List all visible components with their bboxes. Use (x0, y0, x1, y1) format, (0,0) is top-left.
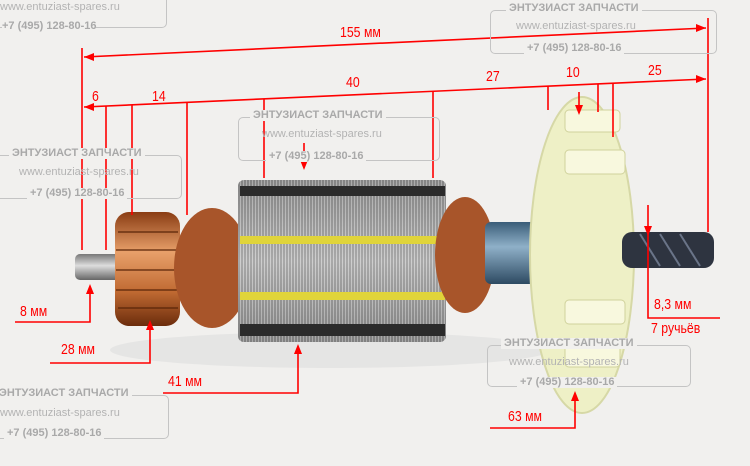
watermark-url: www.entuziast-spares.ru (516, 20, 636, 32)
total-length-label: 155 мм (340, 24, 381, 41)
segment-label-1: 6 (92, 88, 99, 105)
watermark-brand: ЭНТУЗИАСТ ЗАПЧАСТИ (9, 148, 145, 159)
watermark-top-left: www.entuziast-spares.ru +7 (495) 128-80-… (0, 0, 170, 40)
fan-diameter-label: 63 мм (508, 408, 543, 425)
watermark-phone: +7 (495) 128-80-16 (517, 377, 618, 388)
segment-label-6: 25 (648, 62, 662, 79)
watermark-brand: ЭНТУЗИАСТ ЗАПЧАСТИ (501, 338, 637, 349)
windings-left (174, 208, 250, 328)
watermark-phone: +7 (495) 128-80-16 (2, 20, 97, 32)
watermark-url: www.entuziast-spares.ru (262, 128, 382, 140)
commutator (115, 212, 180, 326)
pinion-gear (622, 232, 714, 268)
segment-label-4: 27 (486, 68, 500, 85)
watermark-phone: +7 (495) 128-80-16 (524, 43, 625, 54)
shaft-diameter-label: 8 мм (20, 303, 48, 320)
watermark-url: www.entuziast-spares.ru (509, 356, 629, 368)
windings-right (435, 197, 495, 313)
gear-diameter-label: 8,3 мм (654, 296, 692, 313)
watermark-url: www.entuziast-spares.ru (0, 1, 120, 13)
segment-label-3: 40 (346, 74, 360, 91)
watermark-phone: +7 (495) 128-80-16 (266, 151, 367, 162)
watermark-url: www.entuziast-spares.ru (19, 166, 139, 178)
commutator-diameter-label: 28 мм (61, 341, 96, 358)
watermark-brand: ЭНТУЗИАСТ ЗАПЧАСТИ (250, 110, 386, 121)
segment-label-2: 14 (152, 88, 166, 105)
watermark-url: www.entuziast-spares.ru (0, 407, 120, 419)
gear-teeth-label: 7 ручьёв (651, 320, 701, 337)
watermark-brand: ЭНТУЗИАСТ ЗАПЧАСТИ (0, 388, 132, 399)
watermark-phone: +7 (495) 128-80-16 (4, 428, 105, 439)
armature (75, 96, 714, 414)
watermark-brand: ЭНТУЗИАСТ ЗАПЧАСТИ (506, 3, 642, 14)
watermark-phone: +7 (495) 128-80-16 (27, 188, 128, 199)
segment-label-5: 10 (566, 64, 580, 81)
shaft-end-left (75, 254, 120, 280)
core-diameter-label: 41 мм (168, 373, 203, 390)
